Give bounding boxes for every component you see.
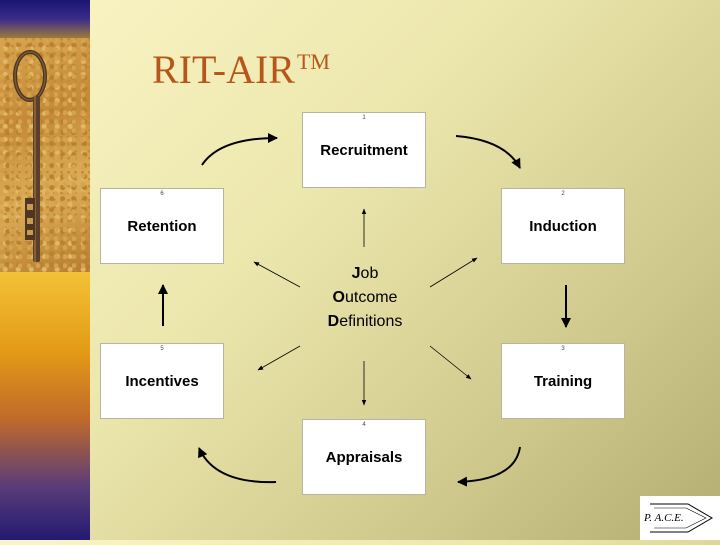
- arrow-retention-to-recruitment: [201, 133, 278, 166]
- box-appraisals: 4 Appraisals: [302, 419, 426, 495]
- box-number: 3: [561, 346, 565, 352]
- pace-logo-text: P. A.C.E.: [644, 512, 684, 524]
- slide-title: RIT-AIRTM: [152, 50, 330, 90]
- box-number: 4: [362, 422, 366, 428]
- line-rest: utcome: [344, 289, 398, 306]
- sidebar-top-band: [0, 0, 90, 38]
- box-induction: 2 Induction: [501, 188, 625, 264]
- box-label: Training: [533, 372, 593, 390]
- initial-o: O: [332, 289, 345, 306]
- arrow-center-to-incentives: [257, 345, 301, 371]
- antique-key-icon: [13, 50, 47, 262]
- center-line-definitions: Definitions: [300, 310, 430, 334]
- center-line-job: Job: [300, 262, 430, 286]
- arrow-center-to-induction: [429, 257, 478, 288]
- left-sidebar: [0, 0, 90, 540]
- line-rest: ob: [360, 265, 379, 282]
- pace-logo: P. A.C.E.: [640, 496, 720, 540]
- box-incentives: 5 Incentives: [100, 343, 224, 419]
- arrow-recruitment-to-induction: [455, 135, 521, 169]
- arrow-center-to-training: [429, 345, 472, 380]
- box-number: 5: [160, 346, 164, 352]
- box-label: Appraisals: [325, 448, 403, 466]
- trademark-mark: TM: [296, 49, 330, 74]
- initial-d: D: [327, 313, 340, 330]
- box-number: 1: [362, 115, 366, 121]
- arrow-appraisals-to-incentives: [198, 447, 277, 484]
- line-rest: efinitions: [339, 313, 403, 330]
- box-label: Recruitment: [320, 141, 408, 159]
- key-image-panel: [0, 38, 90, 272]
- title-text: RIT-AIR: [152, 47, 295, 92]
- box-number: 6: [160, 191, 164, 197]
- box-label: Retention: [127, 217, 197, 235]
- box-training: 3 Training: [501, 343, 625, 419]
- box-number: 2: [561, 191, 565, 197]
- pace-chevron-icon: [650, 503, 713, 533]
- sidebar-bottom-band: [0, 272, 90, 540]
- box-label: Induction: [529, 217, 597, 235]
- arrow-center-to-retention: [253, 261, 301, 288]
- box-label: Incentives: [125, 372, 199, 390]
- center-line-outcome: Outcome: [300, 286, 430, 310]
- box-recruitment: 1 Recruitment: [302, 112, 426, 188]
- box-retention: 6 Retention: [100, 188, 224, 264]
- center-job-outcome-definitions: Job Outcome Definitions: [300, 262, 430, 334]
- initial-j: J: [351, 265, 361, 282]
- arrow-training-to-appraisals: [457, 446, 521, 487]
